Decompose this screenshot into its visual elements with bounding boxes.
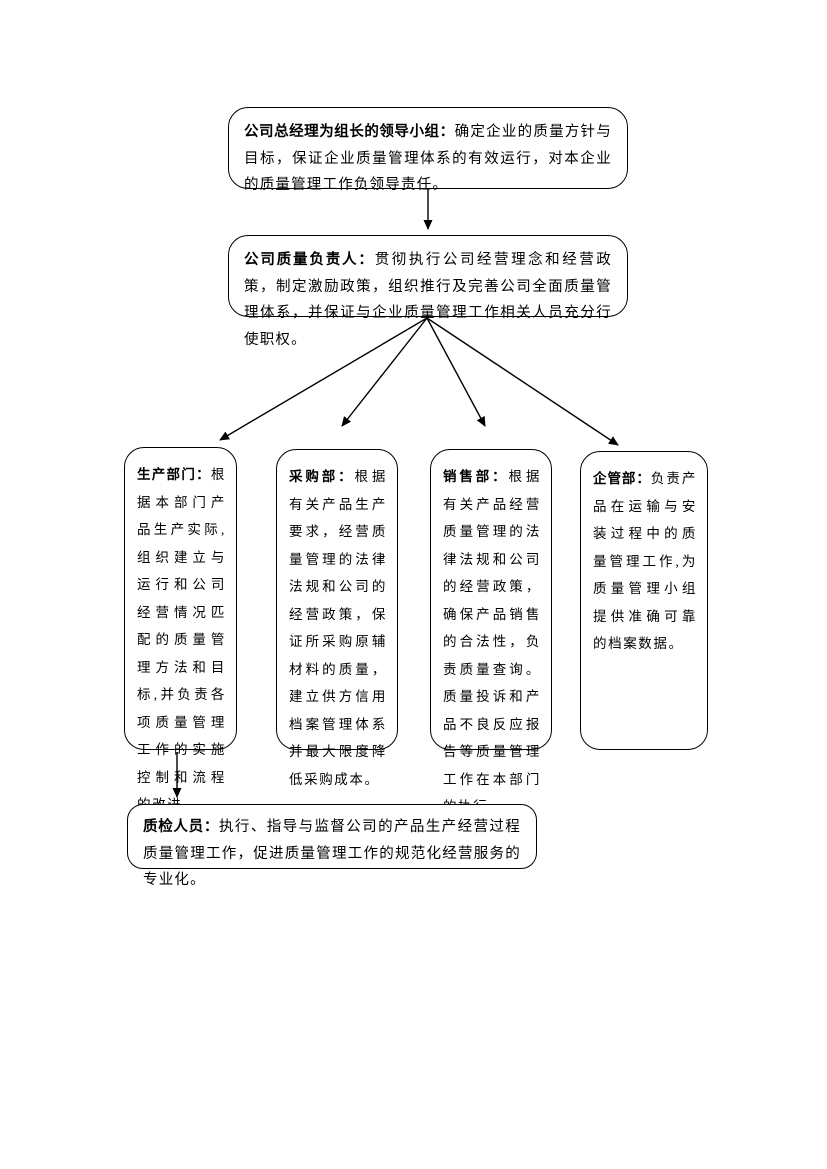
node-quality-principal-label: 公司质量负责人： — [244, 252, 375, 268]
node-enterprise-mgmt-dept-label: 企管部： — [593, 471, 651, 486]
node-leader-group-label: 公司总经理为组长的领导小组： — [244, 124, 455, 140]
node-quality-principal: 公司质量负责人：贯彻执行公司经营理念和经营政策，制定激励政策，组织推行及完善公司… — [228, 235, 628, 348]
node-purchasing-dept: 采购部：根据有关产品生产要求，经营质量管理的法律法规和公司的经营政策，保证所采购… — [276, 449, 398, 787]
node-qc-staff-label: 质检人员： — [143, 819, 220, 835]
node-production-dept-body: 根据本部门产品生产实际,组织建立与运行和公司经营情况匹配的质量管理方法和目标,并… — [137, 467, 226, 812]
node-leader-group-body: 确定企业的质量方针与目标，保证企业质量管理体系的有效运行，对本企业的质量管理工作… — [244, 124, 612, 193]
node-sales-dept-label: 销售部： — [443, 469, 509, 484]
node-production-dept: 生产部门：根据本部门产品生产实际,组织建立与运行和公司经营情况匹配的质量管理方法… — [124, 447, 237, 812]
node-purchasing-dept-label: 采购部： — [289, 469, 355, 484]
node-sales-dept: 销售部：根据有关产品经营质量管理的法律法规和公司的经营政策，确保产品销售的合法性… — [430, 449, 552, 814]
node-purchasing-dept-body: 根据有关产品生产要求，经营质量管理的法律法规和公司的经营政策，保证所采购原辅材料… — [289, 469, 387, 787]
node-sales-dept-body: 根据有关产品经营质量管理的法律法规和公司的经营政策，确保产品销售的合法性，负责质… — [443, 469, 541, 814]
node-enterprise-mgmt-dept-body: 负责产品在运输与安装过程中的质量管理工作,为质量管理小组提供准确可靠的档案数据。 — [593, 471, 697, 651]
node-quality-principal-body: 贯彻执行公司经营理念和经营政策，制定激励政策，组织推行及完善公司全面质量管理体系… — [244, 252, 612, 348]
connector-principal-to-purchasing — [341, 317, 428, 427]
node-qc-staff: 质检人员：执行、指导与监督公司的产品生产经营过程质量管理工作，促进质量管理工作的… — [127, 804, 537, 888]
node-production-dept-label: 生产部门： — [137, 467, 211, 482]
node-qc-staff-body: 执行、指导与监督公司的产品生产经营过程质量管理工作，促进质量管理工作的规范化经营… — [143, 819, 521, 888]
node-leader-group: 公司总经理为组长的领导小组：确定企业的质量方针与目标，保证企业质量管理体系的有效… — [228, 107, 628, 193]
connector-principal-to-enterprise — [426, 317, 619, 446]
node-enterprise-mgmt-dept: 企管部：负责产品在运输与安装过程中的质量管理工作,为质量管理小组提供准确可靠的档… — [580, 451, 708, 750]
connector-principal-to-sales — [426, 317, 486, 427]
